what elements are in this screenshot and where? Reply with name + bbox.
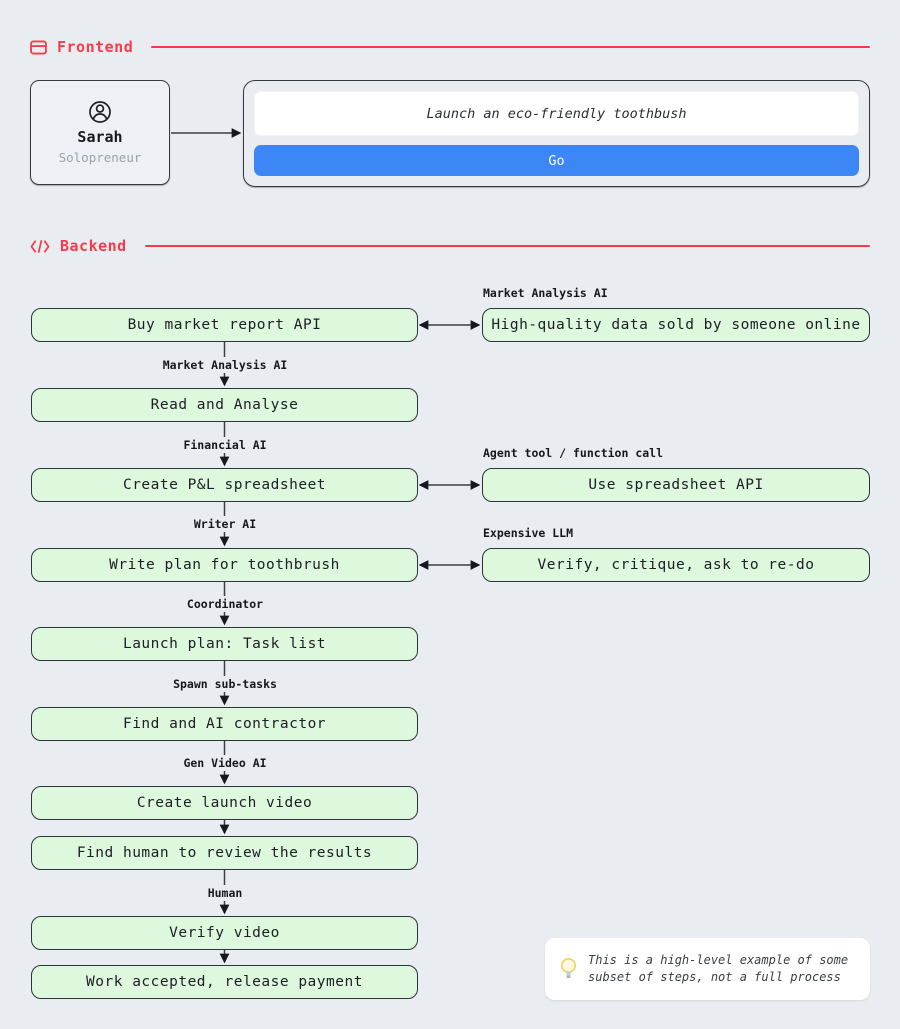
- edge-label-writer: Writer AI: [187, 516, 263, 532]
- flow-node-buy-market-report: Buy market report API: [31, 308, 418, 342]
- flow-node-launch-plan: Launch plan: Task list: [31, 627, 418, 661]
- side-tag-expensive-llm: Expensive LLM: [483, 526, 574, 540]
- backend-section-title: Backend: [60, 237, 127, 255]
- browser-icon: [30, 40, 47, 55]
- flow-node-release-payment: Work accepted, release payment: [31, 965, 418, 999]
- user-role: Solopreneur: [58, 150, 142, 165]
- flow-node-create-video: Create launch video: [31, 786, 418, 820]
- side-tag-agent-tool: Agent tool / function call: [483, 446, 664, 460]
- lightbulb-icon: [561, 957, 576, 982]
- backend-section-header: Backend: [30, 237, 870, 255]
- user-card: Sarah Solopreneur: [30, 80, 170, 185]
- flow-node-create-spreadsheet: Create P&L spreadsheet: [31, 468, 418, 502]
- edge-label-gen-video: Gen Video AI: [177, 755, 273, 771]
- backend-section-divider: [144, 245, 870, 247]
- flow-node-find-human: Find human to review the results: [31, 836, 418, 870]
- flow-node-read-analyse: Read and Analyse: [31, 388, 418, 422]
- user-name: Sarah: [77, 128, 123, 146]
- frontend-section-title: Frontend: [57, 38, 134, 56]
- side-tag-market-analysis-ai: Market Analysis AI: [483, 286, 608, 300]
- go-button[interactable]: Go: [254, 145, 859, 176]
- flow-node-verify-video: Verify video: [31, 916, 418, 950]
- side-node-data-source: High-quality data sold by someone online: [482, 308, 870, 342]
- edge-label-market-analysis: Market Analysis AI: [156, 357, 294, 373]
- side-node-spreadsheet-api: Use spreadsheet API: [482, 468, 870, 502]
- edge-label-coordinator: Coordinator: [180, 596, 270, 612]
- user-circle-icon: [88, 100, 112, 124]
- note-text: This is a high-level example of some sub…: [588, 953, 849, 984]
- edge-label-spawn-subtasks: Spawn sub-tasks: [167, 676, 283, 692]
- code-icon: [30, 239, 50, 254]
- frontend-section-header: Frontend: [30, 38, 870, 56]
- frontend-section-divider: [151, 46, 870, 48]
- edge-label-financial: Financial AI: [177, 437, 273, 453]
- side-node-verify-critique: Verify, critique, ask to re-do: [482, 548, 870, 582]
- prompt-input[interactable]: [254, 91, 859, 136]
- edge-label-human: Human: [201, 885, 249, 901]
- flow-node-find-contractor: Find and AI contractor: [31, 707, 418, 741]
- note-box: This is a high-level example of some sub…: [545, 938, 870, 1000]
- prompt-panel: Go: [243, 80, 870, 187]
- flow-node-write-plan: Write plan for toothbrush: [31, 548, 418, 582]
